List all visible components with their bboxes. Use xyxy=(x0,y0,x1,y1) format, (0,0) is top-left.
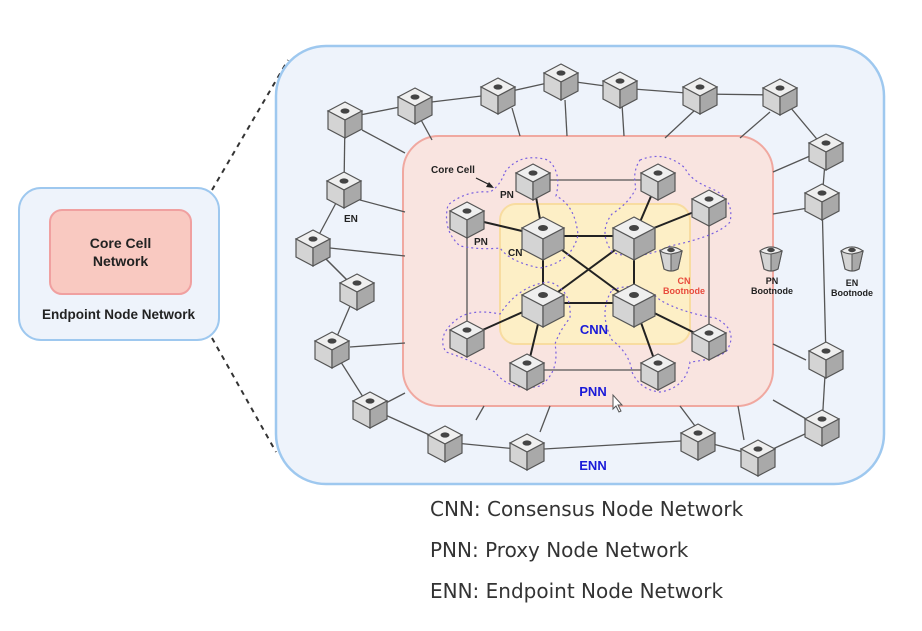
en-to-pnn-link xyxy=(737,405,745,441)
overview-diagram: Core Cell Network Endpoint Node Network xyxy=(18,187,220,341)
cnn-label: CNN xyxy=(580,322,608,337)
en-to-pnn-link xyxy=(329,247,406,257)
en-to-pnn-link xyxy=(739,111,771,139)
overview-core-cell-box xyxy=(49,209,192,295)
en-to-pnn-link xyxy=(772,399,809,421)
legend-cnn: CNN: Consensus Node Network xyxy=(430,497,744,521)
en-to-pnn-link xyxy=(772,155,811,173)
mouse-cursor-icon xyxy=(612,393,624,413)
core-cell-label: Core Cell xyxy=(431,165,475,176)
en-link xyxy=(526,439,699,451)
pn-label-top: PN xyxy=(500,190,514,201)
en-to-pnn-link xyxy=(564,99,568,137)
pn-bootnode-icon xyxy=(759,246,783,272)
en-bootnode-label-line2: Bootnode xyxy=(831,288,873,298)
legend-enn: ENN: Endpoint Node Network xyxy=(430,579,724,603)
core-cell-outline xyxy=(604,286,732,393)
pnn-label: PNN xyxy=(579,384,606,399)
pn-bootnode-label-line1: PN xyxy=(766,276,779,286)
core-cell-outline xyxy=(442,281,571,388)
core-cell-arrowhead-icon xyxy=(486,182,494,188)
en-bootnode-label-line1: EN xyxy=(846,278,859,288)
en-link xyxy=(821,199,827,359)
en-to-pnn-link xyxy=(511,107,521,137)
en-bootnode-icon xyxy=(840,246,864,272)
enn-label: ENN xyxy=(579,458,606,473)
en-label: EN xyxy=(344,214,358,225)
cn-bootnode-icon xyxy=(659,246,683,272)
en-to-pnn-link xyxy=(349,342,406,348)
overview-core-cell-label-line2: Network xyxy=(93,253,148,269)
en-to-pnn-link xyxy=(361,129,406,154)
zoom-line-bottom xyxy=(211,337,277,453)
overview-core-cell-label-line1: Core Cell xyxy=(90,235,151,251)
en-to-pnn-link xyxy=(539,405,551,433)
cn-bootnode-label-line2: Bootnode xyxy=(663,286,705,296)
en-to-pnn-link xyxy=(679,405,696,427)
core-cell-outline xyxy=(604,155,732,257)
en-to-pnn-link xyxy=(621,103,625,137)
core-cells-layer xyxy=(442,155,732,393)
pn-label-left: PN xyxy=(474,237,488,248)
en-to-pnn-link xyxy=(772,207,809,215)
pn-bootnode-label-line2: Bootnode xyxy=(751,286,793,296)
en-to-pnn-link xyxy=(475,405,485,421)
core-cell-outline xyxy=(445,157,579,269)
overview-enn-label: Endpoint Node Network xyxy=(42,307,195,322)
cn-bootnode-label-line1: CN xyxy=(678,276,691,286)
en-to-pnn-link xyxy=(419,117,433,141)
en-to-pnn-link xyxy=(772,343,807,361)
cn-label: CN xyxy=(508,248,522,259)
en-to-pnn-link xyxy=(664,109,696,139)
legend-pnn: PNN: Proxy Node Network xyxy=(430,538,689,562)
